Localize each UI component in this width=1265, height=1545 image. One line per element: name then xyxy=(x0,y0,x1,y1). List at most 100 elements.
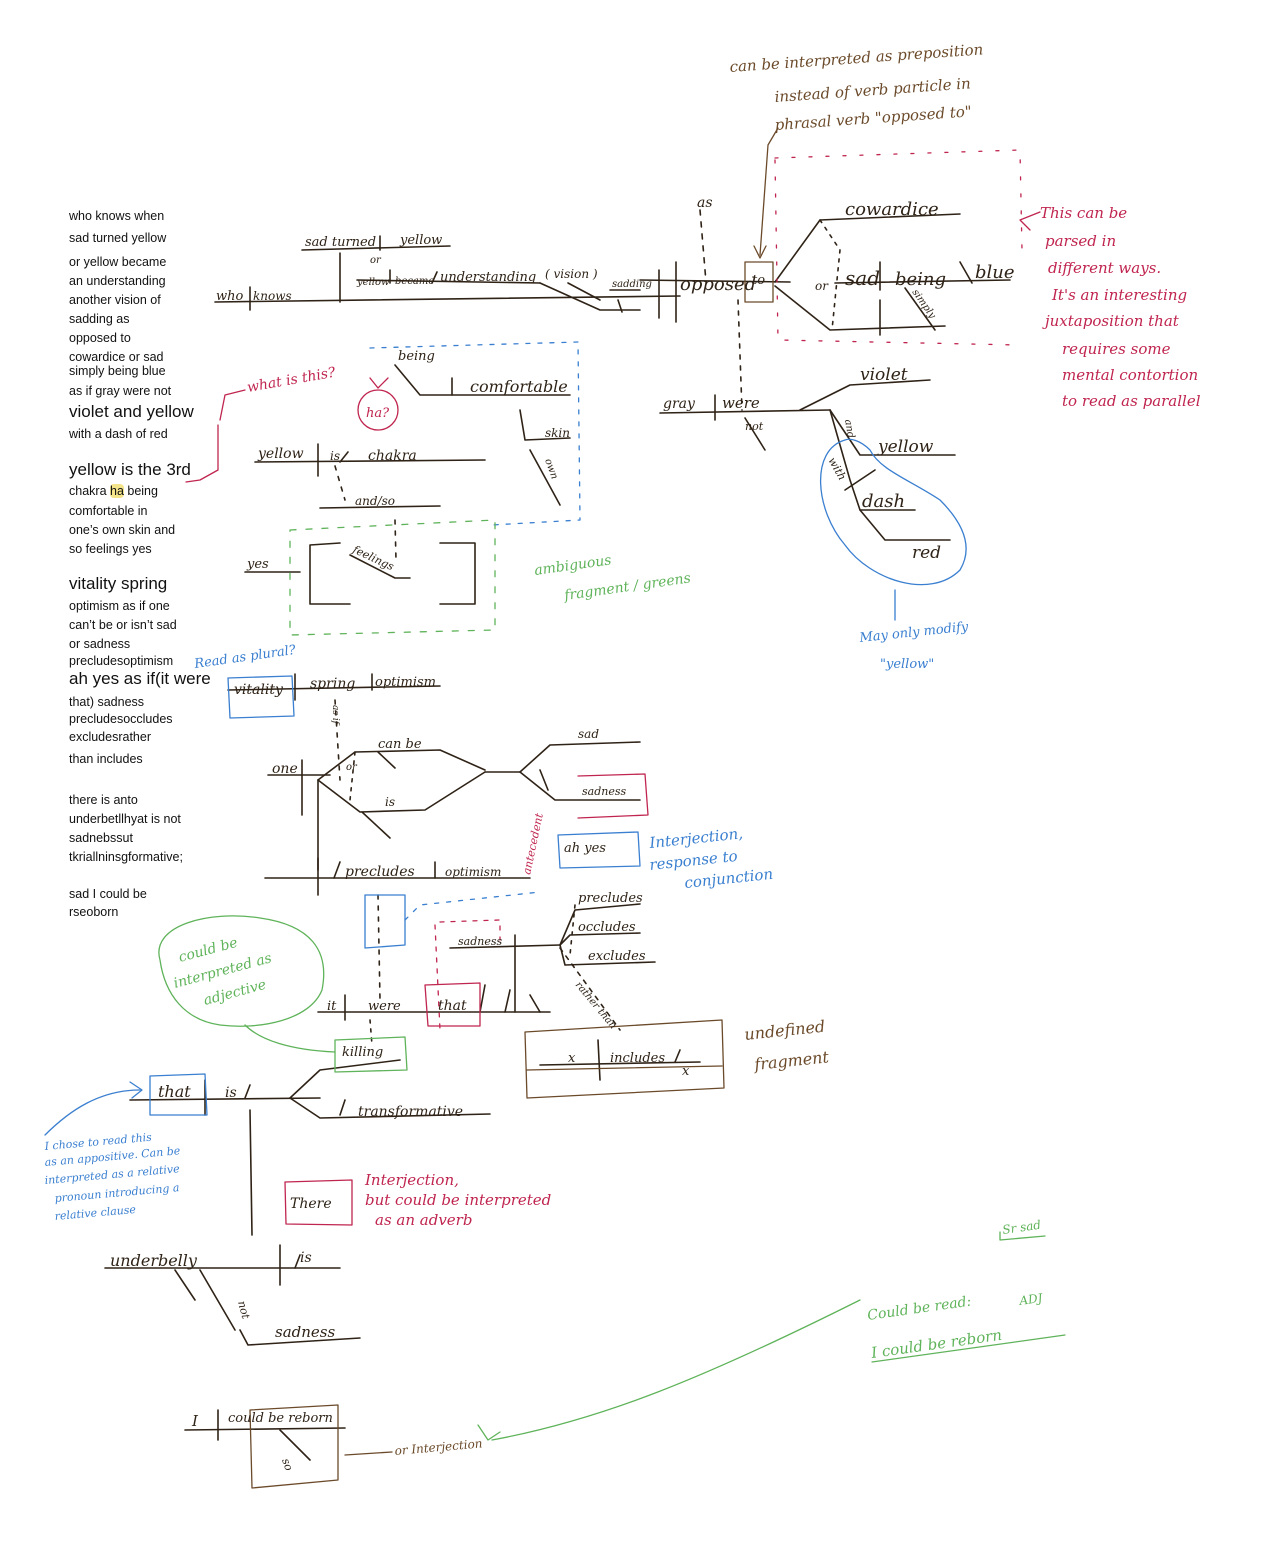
box-there xyxy=(284,1179,353,1226)
poem-line: precludesoccludes xyxy=(69,712,173,726)
word-is: is xyxy=(330,449,340,463)
note-ha: ha? xyxy=(366,406,390,421)
word-includes: includes xyxy=(610,1051,665,1066)
poem-line: as if gray were not xyxy=(69,384,172,398)
word-red: red xyxy=(912,543,941,563)
note-read-as-plural: Read as plural? xyxy=(192,643,297,672)
baseline-opposed xyxy=(639,279,791,283)
word-sadding: sadding xyxy=(612,279,652,290)
poem-line: simply being blue xyxy=(69,364,166,378)
word-skin: skin xyxy=(545,426,570,440)
poem-line: underbetllhyat is not xyxy=(69,812,181,826)
note-parsed-line8: to read as parallel xyxy=(1062,392,1201,410)
note-ambiguous-line2: fragment / greens xyxy=(562,570,691,604)
poem-line: who knows when xyxy=(69,209,165,223)
note-or-interjection: or Interjection xyxy=(394,1436,483,1458)
box-to xyxy=(744,261,774,303)
baseline-that-is xyxy=(129,1097,321,1101)
word-violet: violet xyxy=(860,365,908,385)
word-to: to xyxy=(752,273,765,288)
word-spring: spring xyxy=(310,676,355,692)
word-can-be: can be xyxy=(378,737,422,752)
word-yellow: yellow xyxy=(356,277,390,288)
word-sadness: sadness xyxy=(582,785,626,798)
poem-line: an understanding xyxy=(69,274,166,288)
word-sr-sad: Sr sad xyxy=(1001,1218,1042,1237)
note-appositive-line5: relative clause xyxy=(54,1203,137,1223)
diagram-words: sad turned yellow or who knows yellow be… xyxy=(110,195,1015,1473)
note-parsed-line5: juxtaposition that xyxy=(1042,312,1180,330)
word-optimism: optimism xyxy=(375,675,436,690)
word-sad-turned: sad turned xyxy=(305,235,376,250)
baseline-sad-turned xyxy=(301,245,451,251)
word-is: is xyxy=(225,1085,237,1101)
box-killing xyxy=(334,1036,408,1073)
box-that-appositive xyxy=(149,1073,208,1116)
box-so xyxy=(249,1404,339,1489)
word-sadness: sadness xyxy=(275,1323,335,1341)
note-undefined-line1: undefined xyxy=(743,1017,826,1044)
word-gray: gray xyxy=(663,396,696,412)
poem-line: violet and yellow xyxy=(69,402,194,421)
poem-line: or yellow became xyxy=(69,255,167,269)
word-killing: killing xyxy=(342,1045,383,1060)
note-could-be-read-line1: Could be read: xyxy=(866,1294,972,1324)
circle-ha xyxy=(357,389,399,431)
baseline-gray-were xyxy=(659,409,831,414)
word-sad: sad xyxy=(845,266,880,290)
word-as-if: as if xyxy=(330,705,340,726)
word-cowardice: cowardice xyxy=(845,199,939,220)
word-knows: knows xyxy=(253,289,292,303)
word-underbelly: underbelly xyxy=(110,1251,198,1270)
poem-line: cowardice or sad xyxy=(69,350,164,364)
word-not: not xyxy=(235,1299,252,1320)
arrow-to-preposition xyxy=(753,127,779,259)
bracket-what-is-this xyxy=(185,389,246,483)
word-opposed: opposed xyxy=(680,274,756,295)
word-x: x xyxy=(568,1051,576,1066)
box-sadness xyxy=(577,773,649,819)
note-could-be-read-adj: ADJ xyxy=(1017,1291,1044,1308)
box-ah-yes xyxy=(557,831,641,869)
poem-line: with a dash of red xyxy=(69,427,168,441)
word-rather-than: rather than xyxy=(573,980,619,1031)
poem-line: or sadness xyxy=(69,637,131,651)
poem-line: opposed to xyxy=(69,331,131,345)
baseline-who-knows xyxy=(214,295,681,303)
word-were: were xyxy=(368,999,401,1014)
poem-line: ah yes as if(it were xyxy=(69,669,211,688)
poem-line: sad turned yellow xyxy=(69,231,167,245)
note-interjection-line1: Interjection, xyxy=(364,1171,459,1189)
word-and: and xyxy=(842,419,856,439)
note-undefined-line2: fragment xyxy=(752,1047,830,1074)
poem-line: excludesrather xyxy=(69,730,151,744)
word-were: were xyxy=(722,394,760,412)
note-appositive-line4: pronoun introducing a xyxy=(54,1181,180,1205)
word-ah-yes: ah yes xyxy=(564,841,606,856)
blue-notes: May only modify "yellow" Read as plural?… xyxy=(43,620,970,1223)
word-vision: ( vision ) xyxy=(545,267,598,281)
note-interjection-line3: as an adverb xyxy=(375,1211,472,1229)
word-yellow: yellow xyxy=(257,446,304,462)
word-became: became xyxy=(395,276,434,287)
word-yellow: yellow xyxy=(399,233,442,248)
word-yes: yes xyxy=(246,557,269,572)
poem-line: rseoborn xyxy=(69,905,119,919)
word-dash: dash xyxy=(862,491,905,512)
word-who: who xyxy=(216,289,244,304)
word-chakra: chakra xyxy=(368,448,417,464)
note-parsed-line1: This can be xyxy=(1040,204,1127,222)
word-i: I xyxy=(191,1412,199,1430)
poem-line-highlighted: chakra ha being xyxy=(69,484,158,498)
word-is: is xyxy=(385,795,395,809)
note-interjection-line2: but could be interpreted xyxy=(365,1191,551,1209)
word-sad: sad xyxy=(578,727,599,741)
word-comfortable: comfortable xyxy=(470,377,568,396)
crimson-annotations xyxy=(185,149,1041,1226)
poem-line: that) sadness xyxy=(69,695,145,709)
word-blue: blue xyxy=(975,262,1015,283)
poem-line: yellow is the 3rd xyxy=(69,460,191,479)
note-ambiguous-line1: ambiguous xyxy=(533,552,612,579)
box-vitality xyxy=(227,675,295,719)
poem-line: comfortable in xyxy=(69,504,148,518)
